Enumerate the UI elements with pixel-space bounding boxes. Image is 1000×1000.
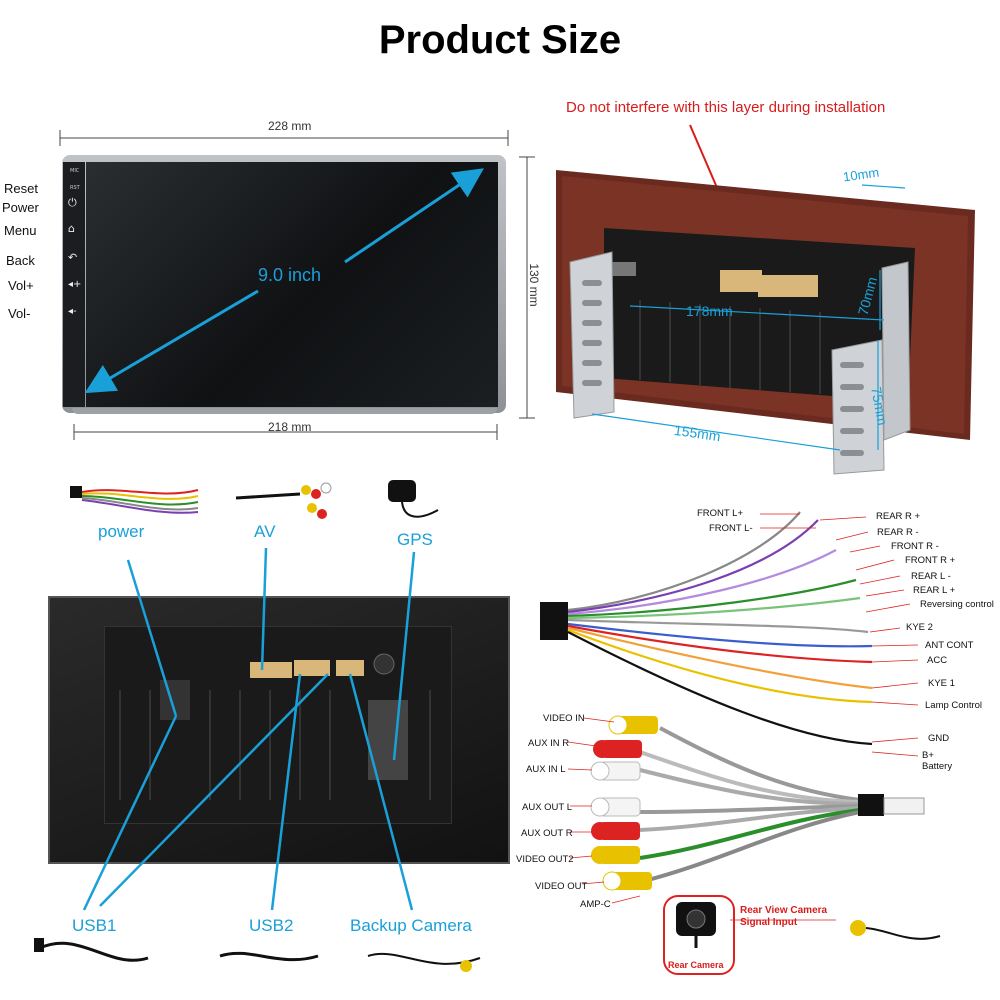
home-icon[interactable]: ⌂ [68,222,75,235]
back-icon[interactable]: ↶ [68,251,78,264]
harness-label-b-plus: B+ [922,750,934,761]
harness-label-rear-l-plus: REAR L + [913,585,956,596]
harness-label-front-r-plus: FRONT R + [905,555,956,566]
accessory-label-gps: GPS [397,530,433,549]
harness-label-front-l-plus: FRONT L+ [697,508,744,519]
width-bottom-label: 218 mm [268,420,312,434]
rst-label: RST [70,185,80,191]
harness-label-kye2: KYE 2 [906,622,933,633]
harness-label-ant-cont: ANT CONT [925,640,974,651]
harness-label-reversing-control: Reversing control [920,599,994,610]
button-label-power: Power [2,200,39,215]
button-label-back: Back [6,253,35,268]
rca-label-aux-out-r: AUX OUT R [521,828,573,839]
button-label-vol-up: Vol+ [8,278,34,293]
harness-label-rear-r-minus: REAR R - [877,527,919,538]
installation-note: Do not interfere with this layer during … [566,99,886,116]
accessory-label-av: AV [254,522,276,541]
harness-label-rear-l-minus: REAR L - [911,571,951,582]
accessory-label-usb2: USB2 [249,916,294,935]
harness-label-battery: Battery [922,761,953,772]
diagonal-label: 9.0 inch [258,265,322,285]
button-label-vol-down: Vol- [8,306,31,321]
accessory-label-usb1: USB1 [72,916,117,935]
screen-bottom-chrome [72,408,497,414]
width-top-label: 228 mm [268,119,312,133]
mic-label: MIC [70,168,80,174]
rca-label-aux-in-l: AUX IN L [526,764,566,775]
rca-label-aux-out-l: AUX OUT L [522,802,572,813]
volume-up-icon[interactable]: ◂+ [68,279,82,290]
harness-label-gnd: GND [928,733,950,744]
harness-label-front-l-minus: FRONT L- [709,523,753,534]
power-icon[interactable]: ⏻ [68,196,77,209]
harness-label-lamp-control: Lamp Control [925,700,983,711]
accessory-label-power: power [98,522,145,541]
button-label-reset: Reset [4,181,38,196]
rear-camera-label: Rear Camera [668,960,724,970]
volume-down-icon[interactable]: ◂- [68,306,77,317]
harness-label-kye1: KYE 1 [928,678,955,689]
rca-label-video-out: VIDEO OUT [535,881,588,892]
radio-screen-display [86,162,498,407]
harness-label-acc: ACC [927,655,948,666]
rca-label-amp-c: AMP-C [580,899,611,910]
button-strip [63,162,85,407]
rca-label-aux-in-r: AUX IN R [528,738,570,749]
camera-signal-title: Rear View Camera [740,905,828,916]
box-width-label: 178mm [686,303,733,319]
accessory-label-backup-camera: Backup Camera [350,916,472,935]
rca-label-video-in: VIDEO IN [543,713,585,724]
camera-signal-sub: Signal Input [740,917,798,928]
page-title: Product Size [378,18,622,62]
rca-label-video-out2: VIDEO OUT2 [516,854,574,865]
button-label-menu: Menu [4,223,37,238]
harness-label-front-r-minus: FRONT R - [891,541,939,552]
harness-label-rear-r-plus: REAR R + [876,511,921,522]
